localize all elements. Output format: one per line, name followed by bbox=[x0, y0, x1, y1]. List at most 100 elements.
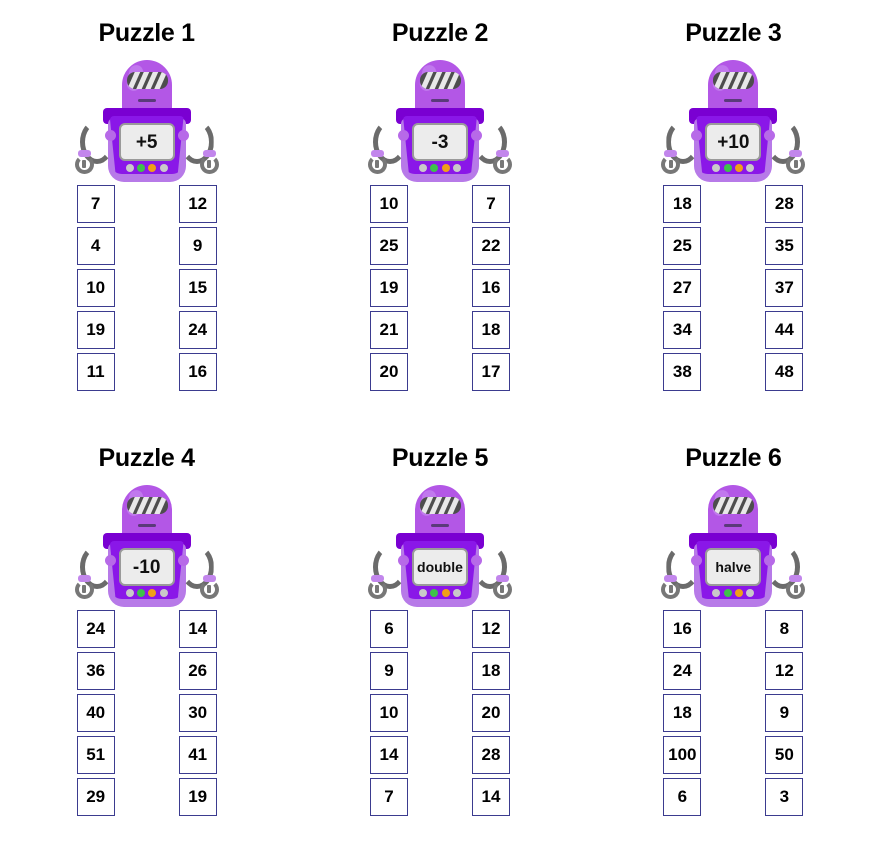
output-box[interactable]: 28 bbox=[471, 736, 510, 774]
visor-icon bbox=[713, 72, 755, 89]
wrist-band bbox=[495, 575, 509, 582]
input-box[interactable]: 16 bbox=[663, 610, 702, 648]
input-box[interactable]: 14 bbox=[369, 736, 408, 774]
output-column: 12 18 20 28 14 bbox=[471, 610, 510, 816]
gripper-stem bbox=[82, 585, 87, 593]
input-box[interactable]: 11 bbox=[76, 353, 115, 391]
status-leds bbox=[418, 589, 461, 597]
robot-arm-right bbox=[764, 545, 806, 599]
output-box[interactable]: 41 bbox=[178, 736, 217, 774]
input-box[interactable]: 18 bbox=[663, 185, 702, 223]
output-column: 28 35 37 44 48 bbox=[765, 185, 804, 391]
output-box[interactable]: 20 bbox=[471, 694, 510, 732]
status-leds bbox=[712, 164, 755, 172]
output-box[interactable]: 7 bbox=[471, 185, 510, 223]
puzzle-card-6: Puzzle 6 halve 16 24 18 100 6 8 12 9 50 3 bbox=[587, 425, 880, 850]
output-box[interactable]: 16 bbox=[471, 269, 510, 307]
input-box[interactable]: 34 bbox=[663, 311, 702, 349]
input-box[interactable]: 40 bbox=[76, 694, 115, 732]
robot-arm-right bbox=[764, 120, 806, 174]
output-box[interactable]: 8 bbox=[765, 610, 804, 648]
rule-text: halve bbox=[715, 559, 752, 575]
output-box[interactable]: 15 bbox=[178, 269, 217, 307]
input-box[interactable]: 25 bbox=[369, 227, 408, 265]
output-box[interactable]: 24 bbox=[178, 311, 217, 349]
puzzle-title: Puzzle 6 bbox=[685, 444, 782, 472]
input-box[interactable]: 25 bbox=[663, 227, 702, 265]
number-columns: 16 24 18 100 6 8 12 9 50 3 bbox=[663, 610, 804, 816]
led-indicator-2 bbox=[148, 164, 157, 172]
output-box[interactable]: 28 bbox=[765, 185, 804, 223]
elbow-joint bbox=[397, 555, 409, 566]
input-box[interactable]: 100 bbox=[663, 736, 702, 774]
input-box[interactable]: 20 bbox=[369, 353, 408, 391]
input-box[interactable]: 24 bbox=[663, 652, 702, 690]
input-box[interactable]: 38 bbox=[663, 353, 702, 391]
input-box[interactable]: 4 bbox=[76, 227, 115, 265]
output-box[interactable]: 22 bbox=[471, 227, 510, 265]
output-box[interactable]: 9 bbox=[765, 694, 804, 732]
output-box[interactable]: 3 bbox=[765, 778, 804, 816]
input-box[interactable]: 19 bbox=[369, 269, 408, 307]
output-box[interactable]: 14 bbox=[471, 778, 510, 816]
wrist-band bbox=[370, 575, 384, 582]
arm-tube bbox=[79, 545, 114, 589]
robot-machine: -10 bbox=[72, 485, 222, 610]
led-indicator-1 bbox=[430, 589, 439, 597]
gripper-hand-icon bbox=[786, 155, 806, 174]
input-box[interactable]: 6 bbox=[369, 610, 408, 648]
output-box[interactable]: 35 bbox=[765, 227, 804, 265]
input-box[interactable]: 36 bbox=[76, 652, 115, 690]
output-box[interactable]: 48 bbox=[765, 353, 804, 391]
rule-screen: +10 bbox=[705, 123, 762, 161]
output-box[interactable]: 9 bbox=[178, 227, 217, 265]
output-box[interactable]: 12 bbox=[765, 652, 804, 690]
output-box[interactable]: 12 bbox=[471, 610, 510, 648]
input-box[interactable]: 29 bbox=[76, 778, 115, 816]
output-box[interactable]: 44 bbox=[765, 311, 804, 349]
input-box[interactable]: 27 bbox=[663, 269, 702, 307]
robot-machine: +10 bbox=[658, 60, 808, 185]
robot-arm-left bbox=[74, 545, 116, 599]
input-box[interactable]: 10 bbox=[369, 694, 408, 732]
input-box[interactable]: 21 bbox=[369, 311, 408, 349]
input-box[interactable]: 10 bbox=[369, 185, 408, 223]
led-indicator-1 bbox=[136, 164, 145, 172]
output-box[interactable]: 18 bbox=[471, 311, 510, 349]
input-box[interactable]: 7 bbox=[369, 778, 408, 816]
input-box[interactable]: 7 bbox=[76, 185, 115, 223]
output-box[interactable]: 37 bbox=[765, 269, 804, 307]
output-box[interactable]: 19 bbox=[178, 778, 217, 816]
input-box[interactable]: 24 bbox=[76, 610, 115, 648]
gripper-stem bbox=[500, 585, 505, 593]
rule-screen: -10 bbox=[118, 548, 175, 586]
wrist-band bbox=[664, 575, 678, 582]
output-box[interactable]: 12 bbox=[178, 185, 217, 223]
gripper-hand-icon bbox=[492, 155, 512, 174]
wrist-band bbox=[664, 150, 678, 157]
input-box[interactable]: 10 bbox=[76, 269, 115, 307]
arm-tube bbox=[666, 120, 701, 164]
output-box[interactable]: 14 bbox=[178, 610, 217, 648]
output-box[interactable]: 26 bbox=[178, 652, 217, 690]
led-indicator-3 bbox=[746, 164, 755, 172]
input-box[interactable]: 9 bbox=[369, 652, 408, 690]
output-box[interactable]: 16 bbox=[178, 353, 217, 391]
gripper-stem bbox=[668, 585, 673, 593]
elbow-joint bbox=[177, 555, 189, 566]
output-box[interactable]: 18 bbox=[471, 652, 510, 690]
input-box[interactable]: 18 bbox=[663, 694, 702, 732]
input-box[interactable]: 19 bbox=[76, 311, 115, 349]
output-box[interactable]: 50 bbox=[765, 736, 804, 774]
output-box[interactable]: 17 bbox=[471, 353, 510, 391]
led-indicator-3 bbox=[452, 589, 461, 597]
input-box[interactable]: 6 bbox=[663, 778, 702, 816]
led-indicator-0 bbox=[418, 589, 427, 597]
robot-mouth bbox=[430, 99, 449, 102]
input-box[interactable]: 51 bbox=[76, 736, 115, 774]
output-box[interactable]: 30 bbox=[178, 694, 217, 732]
